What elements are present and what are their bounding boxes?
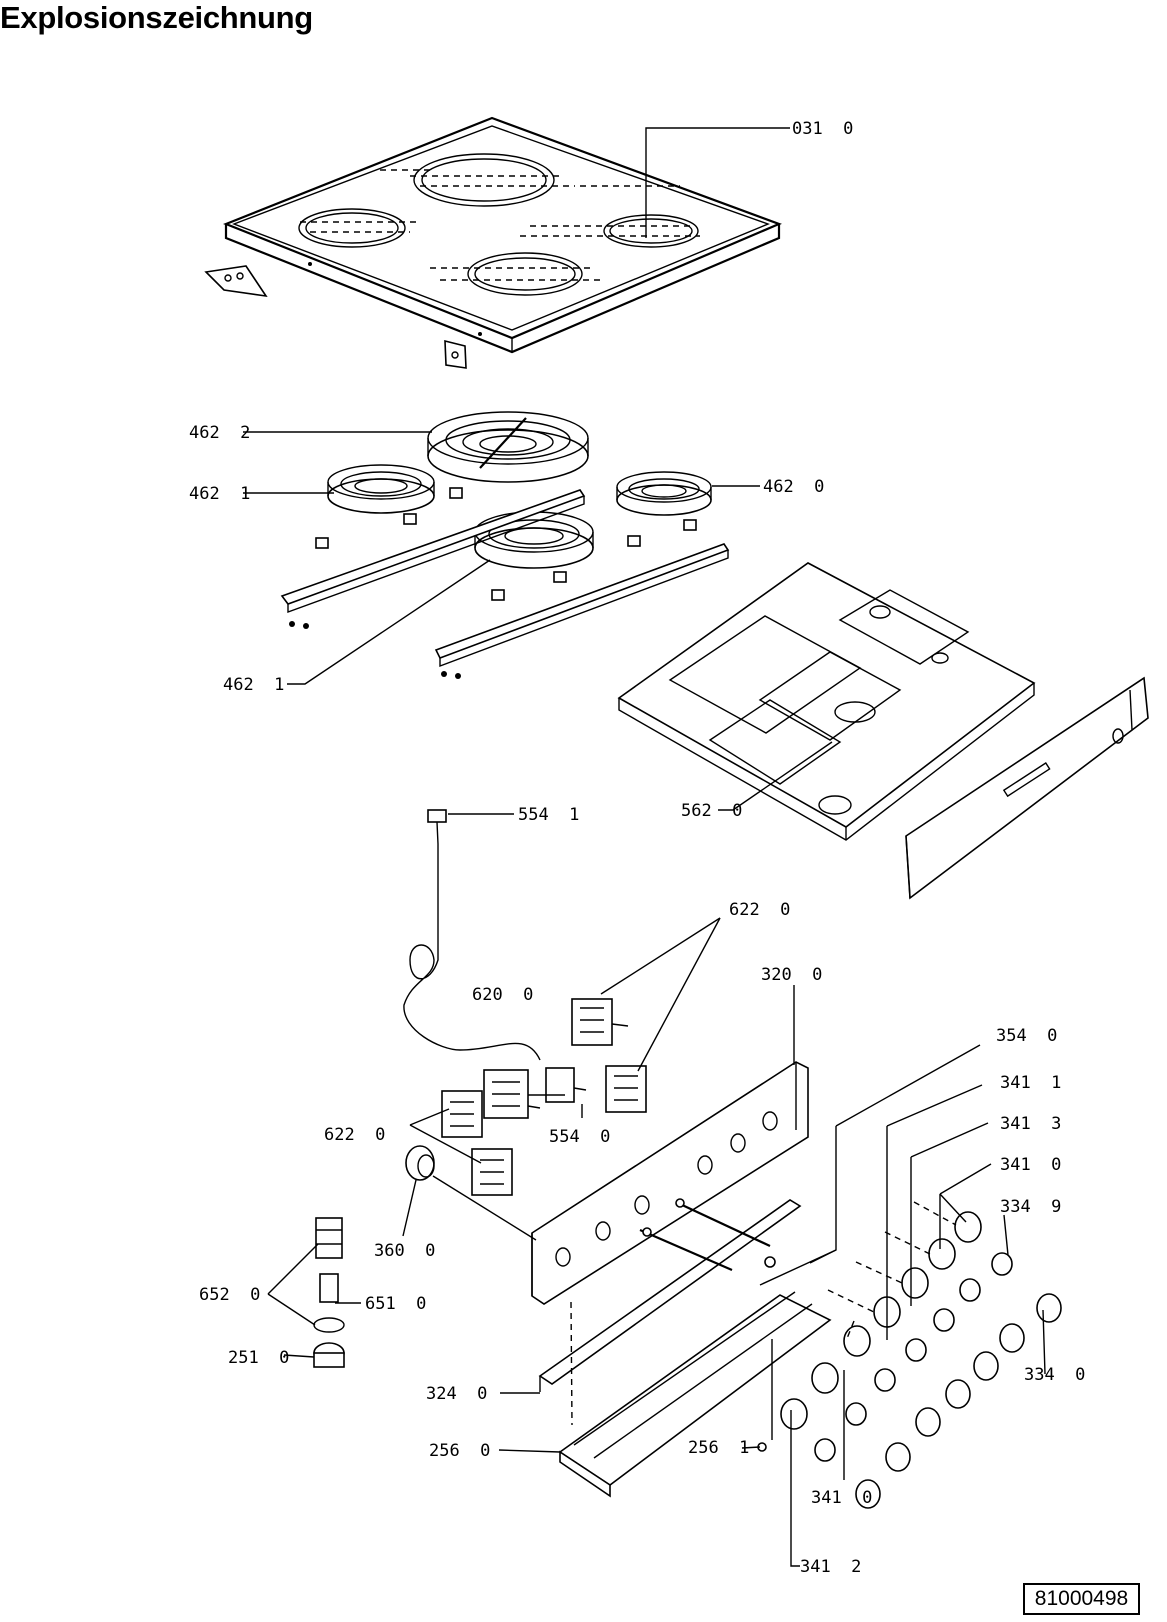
lamp-glass [315,1217,343,1259]
knob-dash-guides [827,1201,957,1342]
lamp-bulb [319,1273,339,1303]
switch-left-lower [471,1148,513,1196]
callout-3340: 334 0 [1024,1365,1085,1385]
element-clips [315,487,697,601]
knob-springs [814,1252,1013,1462]
document-number: 81000498 [1023,1583,1140,1615]
callout-2560: 256 0 [429,1441,490,1461]
heating-element-right [616,471,712,516]
callout-2510: 251 0 [228,1348,289,1368]
heating-element-left [327,464,435,514]
callout-3410-bottom: 341 0 [811,1488,872,1508]
support-rail-left [280,489,586,629]
callout-5541: 554 1 [518,805,579,825]
callout-3410-top: 341 0 [1000,1155,1061,1175]
rear-side-panel [905,676,1149,900]
callout-3200: 320 0 [761,965,822,985]
callout-3349: 334 9 [1000,1197,1061,1217]
thermostat-switch [545,1067,587,1103]
door-handle-rail [558,1291,832,1498]
callout-2561: 256 1 [688,1438,749,1458]
lamp-ring [313,1317,345,1333]
callout-6220-left: 622 0 [324,1125,385,1145]
switch-mid-right [605,1065,647,1113]
callout-6520: 652 0 [199,1285,260,1305]
callout-4622: 462 2 [189,423,250,443]
callout-5540: 554 0 [549,1127,610,1147]
switch-top-right [571,998,629,1046]
page-title: Explosionszeichnung [0,0,313,35]
cooktop-glass-panel [223,116,782,354]
callout-3540: 354 0 [996,1026,1057,1046]
heating-element-large-back [427,411,589,483]
callout-6200: 620 0 [472,985,533,1005]
lamp-socket [313,1342,345,1368]
mounting-bracket-front [444,339,467,369]
control-panel [531,1061,809,1305]
callout-4620: 462 0 [763,477,824,497]
callout-4621-bottom: 462 1 [223,675,284,695]
callout-3412: 341 2 [800,1557,861,1577]
callout-6510: 651 0 [365,1294,426,1314]
pilot-lamp [405,1145,435,1181]
temperature-sensor-cable [403,809,541,1061]
support-rail-right [434,543,730,679]
mounting-bracket-left [204,265,268,298]
callout-5620: 562 0 [681,801,742,821]
panel-screws [639,1198,776,1452]
callout-4621-top: 462 1 [189,484,250,504]
switch-left-upper [441,1090,483,1138]
callout-3411: 341 1 [1000,1073,1061,1093]
callout-0310: 031 0 [792,119,853,139]
callout-3240: 324 0 [426,1384,487,1404]
callout-6220-top: 622 0 [729,900,790,920]
callout-3413: 341 3 [1000,1114,1061,1134]
energy-regulator [483,1069,541,1119]
callout-3600: 360 0 [374,1241,435,1261]
